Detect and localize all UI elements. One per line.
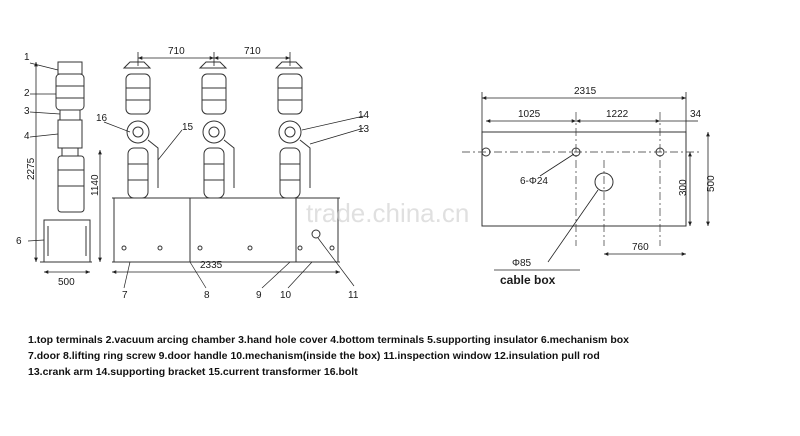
callout-6: 6 [16, 236, 22, 247]
pole-3 [274, 61, 311, 199]
dim-1140: 1140 [90, 174, 101, 196]
pole-2 [198, 61, 235, 199]
callout-11: 11 [348, 290, 359, 301]
three-pole-front-view [112, 61, 340, 263]
dim-760: 760 [632, 242, 649, 253]
side-view [40, 61, 92, 263]
dim-500-plan: 500 [706, 175, 717, 192]
dim-34: 34 [690, 109, 702, 120]
plan-dimension-lines [481, 92, 710, 271]
callout-16: 16 [96, 113, 108, 124]
dim-2315: 2315 [574, 86, 597, 97]
dim-500-box: 500 [58, 277, 75, 288]
dim-1025: 1025 [518, 109, 541, 120]
dim-2275: 2275 [26, 157, 37, 180]
technical-drawing: 710 710 2275 1140 500 2335 1 2 3 4 6 7 8… [16, 46, 717, 301]
callout-7: 7 [122, 290, 128, 301]
plan-view [462, 112, 700, 246]
legend-line-3: 13.crank arm 14.supporting bracket 15.cu… [28, 366, 358, 378]
watermark: trade.china.cn [306, 198, 469, 228]
dim-710-right: 710 [244, 46, 261, 57]
dim-1222: 1222 [606, 109, 629, 120]
callout-10: 10 [280, 290, 292, 301]
legend-line-2: 7.door 8.lifting ring screw 9.door handl… [28, 350, 600, 362]
callout-14: 14 [358, 110, 370, 121]
callout-3: 3 [24, 106, 30, 117]
dim-6-holes: 6-Φ24 [520, 176, 548, 187]
callout-2: 2 [24, 88, 30, 99]
callout-8: 8 [204, 290, 210, 301]
dim-300: 300 [678, 179, 689, 196]
dim-phi85: Φ85 [512, 258, 532, 269]
front-dimension-lines [34, 52, 340, 274]
callout-leaders [27, 62, 365, 289]
pole-1 [122, 61, 159, 199]
callout-13: 13 [358, 124, 370, 135]
callout-15: 15 [182, 122, 194, 133]
parts-legend: 1.top terminals 2.vacuum arcing chamber … [28, 332, 788, 380]
dim-710-left: 710 [168, 46, 185, 57]
callout-1: 1 [24, 52, 30, 63]
cable-box-label: cable box [500, 273, 556, 287]
callout-9: 9 [256, 290, 262, 301]
callout-4: 4 [24, 131, 30, 142]
dim-2335: 2335 [200, 260, 223, 271]
legend-line-1: 1.top terminals 2.vacuum arcing chamber … [28, 334, 629, 346]
